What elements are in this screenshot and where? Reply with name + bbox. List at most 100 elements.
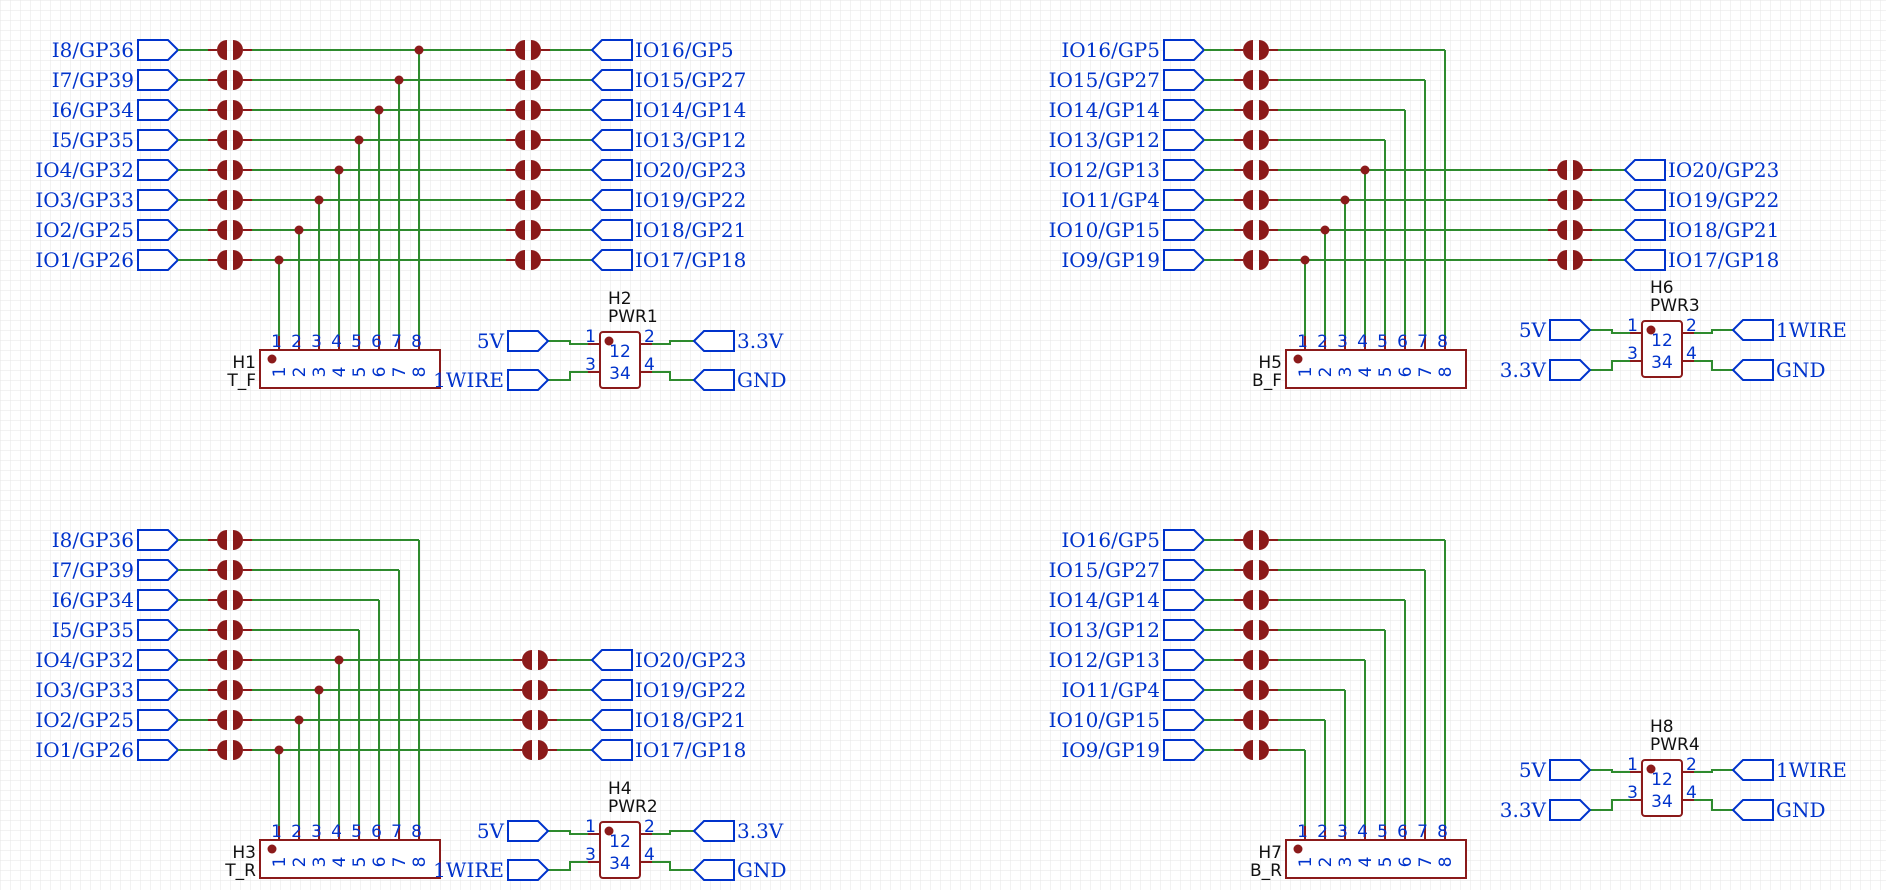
net-flag-icon bbox=[137, 709, 180, 731]
net-label-left: IO16/GP5 bbox=[1061, 38, 1160, 62]
header-pin-number-top: 8 bbox=[411, 822, 422, 842]
pwr-pin-number: 2 bbox=[1686, 316, 1697, 336]
net-label-left: IO14/GP14 bbox=[1049, 98, 1160, 122]
pwr-body-text: 34 bbox=[609, 364, 631, 384]
pwr-body-text: 12 bbox=[1651, 770, 1673, 790]
pwr-value: PWR2 bbox=[608, 797, 658, 817]
pwr-pin-number: 4 bbox=[644, 845, 655, 865]
header-pin-number: 2 bbox=[290, 367, 310, 378]
pwr-body-text: 12 bbox=[1651, 331, 1673, 351]
net-label-left: IO12/GP13 bbox=[1049, 158, 1160, 182]
resistor-half-icon bbox=[1557, 190, 1567, 210]
net-flag-icon bbox=[1163, 709, 1206, 731]
header-pin-number: 1 bbox=[1296, 367, 1316, 378]
resistor-half-icon bbox=[522, 710, 532, 730]
net-flag-icon bbox=[137, 589, 180, 611]
net-label-right: IO17/GP18 bbox=[1668, 248, 1779, 272]
resistor-half-icon bbox=[1243, 590, 1253, 610]
pwr-body-text: 34 bbox=[609, 854, 631, 874]
resistor-half-icon bbox=[233, 100, 243, 120]
pwr-pin-number: 1 bbox=[1627, 755, 1638, 775]
net-label-left: IO13/GP12 bbox=[1049, 128, 1160, 152]
resistor-half-icon bbox=[217, 740, 227, 760]
resistor-half-icon bbox=[1259, 650, 1269, 670]
pwr-body-text: 34 bbox=[1651, 353, 1673, 373]
net-label-right: IO18/GP21 bbox=[635, 218, 746, 242]
pwr-wire bbox=[1590, 799, 1630, 811]
resistor-half-icon bbox=[1243, 530, 1253, 550]
resistor-half-icon bbox=[538, 710, 548, 730]
resistor-half-icon bbox=[1243, 650, 1253, 670]
resistor-half-icon bbox=[233, 590, 243, 610]
resistor-half-icon bbox=[1259, 620, 1269, 640]
header-pin-number: 4 bbox=[330, 367, 350, 378]
pwr-body bbox=[599, 821, 641, 879]
resistor-half-icon bbox=[217, 160, 227, 180]
net-label-left: IO10/GP15 bbox=[1049, 218, 1160, 242]
net-label-left: IO12/GP13 bbox=[1049, 648, 1160, 672]
header-pin-number: 5 bbox=[1376, 367, 1396, 378]
header-pin-number-top: 7 bbox=[391, 332, 402, 352]
net-label-right: IO17/GP18 bbox=[635, 738, 746, 762]
net-flag-icon bbox=[137, 69, 180, 91]
net-flag-icon bbox=[590, 219, 633, 241]
pwr-pin-number: 4 bbox=[1686, 783, 1697, 803]
resistor-half-icon bbox=[522, 680, 532, 700]
resistor-half-icon bbox=[217, 70, 227, 90]
net-flag-icon bbox=[137, 129, 180, 151]
junction-dot bbox=[394, 75, 404, 85]
net-flag-icon bbox=[590, 39, 633, 61]
net-label-right: IO17/GP18 bbox=[635, 248, 746, 272]
net-flag-icon bbox=[1623, 189, 1666, 211]
pwr-value: PWR3 bbox=[1650, 296, 1700, 316]
pwr-value: PWR4 bbox=[1650, 735, 1700, 755]
net-label-left: IO2/GP25 bbox=[35, 218, 134, 242]
pin1-marker bbox=[267, 354, 277, 364]
header-pin-number-top: 8 bbox=[1437, 332, 1448, 352]
header-pin-number-top: 8 bbox=[1437, 822, 1448, 842]
net-label-left: IO4/GP32 bbox=[35, 648, 134, 672]
resistor-half-icon bbox=[217, 220, 227, 240]
resistor-half-icon bbox=[1243, 560, 1253, 580]
pwr-pin-number: 1 bbox=[1627, 316, 1638, 336]
net-flag-icon bbox=[692, 859, 735, 881]
net-flag-icon bbox=[590, 649, 633, 671]
pwr-pin-number: 3 bbox=[1627, 344, 1638, 364]
net-flag-icon bbox=[137, 39, 180, 61]
header-pin-number: 5 bbox=[350, 857, 370, 868]
pin1-marker bbox=[604, 336, 614, 346]
pwr-wire bbox=[652, 340, 694, 345]
header-pin-number: 6 bbox=[1396, 367, 1416, 378]
header-pin-number-top: 6 bbox=[371, 332, 382, 352]
resistor-half-icon bbox=[217, 590, 227, 610]
header-ref: H3 bbox=[232, 843, 256, 863]
net-flag-icon bbox=[1623, 249, 1666, 271]
net-label-left: I7/GP39 bbox=[52, 68, 134, 92]
net-label-right: IO15/GP27 bbox=[635, 68, 746, 92]
net-flag-icon bbox=[137, 739, 180, 761]
header-pin-number-top: 3 bbox=[1337, 332, 1348, 352]
header-pin-number-top: 1 bbox=[271, 822, 282, 842]
net-label-right: IO20/GP23 bbox=[635, 648, 746, 672]
net-label-left: IO11/GP4 bbox=[1061, 678, 1160, 702]
resistor-half-icon bbox=[1259, 70, 1269, 90]
net-flag-icon bbox=[590, 739, 633, 761]
resistor-half-icon bbox=[233, 740, 243, 760]
net-label-left: IO14/GP14 bbox=[1049, 588, 1160, 612]
junction-dot bbox=[1360, 165, 1370, 175]
resistor-half-icon bbox=[217, 680, 227, 700]
net-label-left: 3.3V bbox=[1500, 798, 1547, 822]
header-pin-number: 1 bbox=[1296, 857, 1316, 868]
header-pin-number-top: 5 bbox=[1377, 332, 1388, 352]
net-label-left: I8/GP36 bbox=[52, 528, 134, 552]
net-flag-icon bbox=[1163, 739, 1206, 761]
net-label-left: IO16/GP5 bbox=[1061, 528, 1160, 552]
resistor-half-icon bbox=[515, 190, 525, 210]
resistor-half-icon bbox=[1243, 100, 1253, 120]
net-label-left: IO3/GP33 bbox=[35, 678, 134, 702]
resistor-half-icon bbox=[1243, 220, 1253, 240]
header-value: T_R bbox=[224, 861, 256, 881]
header-pin-number: 3 bbox=[310, 367, 330, 378]
net-label-right: 1WIRE bbox=[1776, 758, 1847, 782]
